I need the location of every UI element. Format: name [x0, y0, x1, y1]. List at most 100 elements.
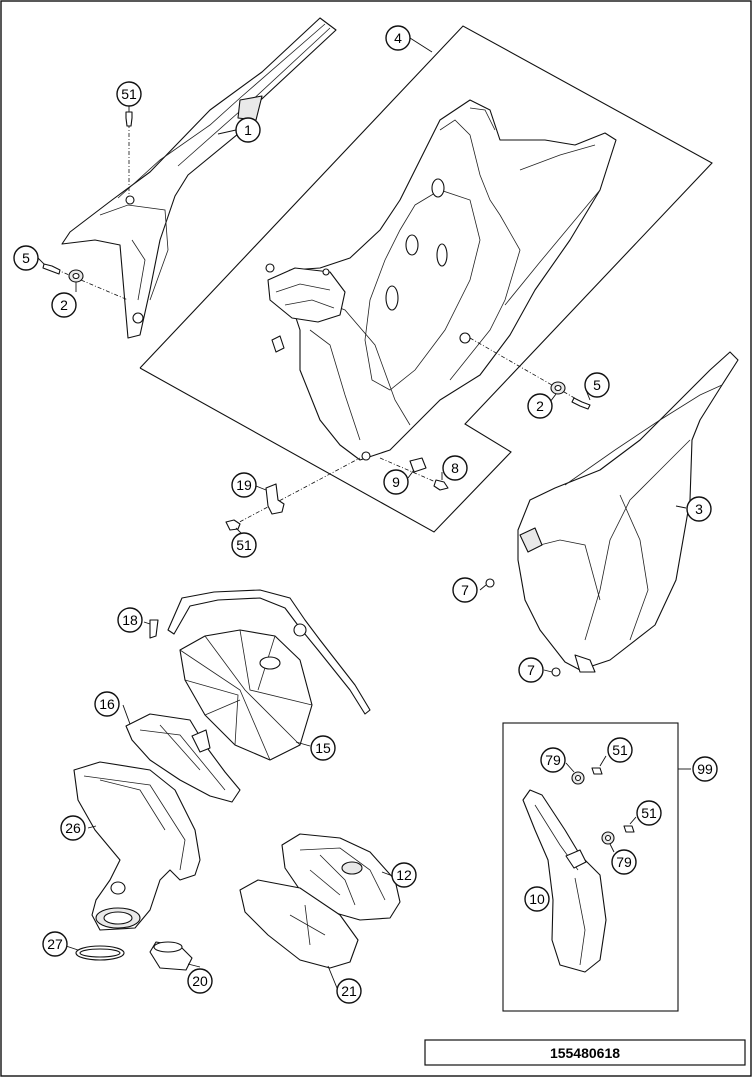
callout-circle	[636, 800, 662, 826]
screw-5-left	[42, 263, 61, 275]
callout-label: 2	[536, 398, 544, 414]
callout-circle	[385, 25, 411, 51]
callout-label: 15	[315, 740, 331, 756]
callout-label: 18	[122, 612, 138, 628]
callout-26: 26	[60, 815, 86, 841]
clip-19	[265, 483, 285, 515]
callout-5: 5	[584, 372, 610, 398]
callout-circle	[611, 849, 637, 875]
callout-circle	[527, 393, 553, 419]
callout-circle	[452, 577, 478, 603]
callout-51: 51	[231, 532, 257, 558]
part-26-intake-boot	[73, 761, 201, 931]
callout-circle	[336, 978, 362, 1004]
callout-18: 18	[117, 607, 143, 633]
callout-3: 3	[686, 496, 712, 522]
callout-27: 27	[42, 931, 68, 957]
callout-label: 26	[65, 820, 81, 836]
part-4-group-frame	[139, 25, 713, 533]
callout-label: 51	[612, 742, 628, 758]
clamp-27	[75, 945, 125, 961]
callout-7: 7	[452, 577, 478, 603]
callout-circle	[584, 372, 610, 398]
washer-2-left	[68, 269, 84, 283]
part-3-side-cover	[517, 351, 739, 673]
callout-79: 79	[540, 747, 566, 773]
callout-label: 9	[392, 474, 400, 490]
screw-51-top	[125, 111, 133, 127]
screw-5-right	[571, 397, 591, 410]
callout-circle	[94, 691, 120, 717]
callout-label: 51	[641, 805, 657, 821]
callout-label: 10	[529, 891, 545, 907]
callout-label: 99	[697, 761, 713, 777]
part-10-intake-snorkel	[522, 789, 607, 973]
sleeve-20	[149, 941, 193, 971]
clip-9	[409, 457, 427, 473]
screw-51-kit-top	[591, 767, 603, 775]
callout-circle	[692, 756, 718, 782]
callout-circle	[524, 886, 550, 912]
callout-label: 79	[545, 752, 561, 768]
callout-label: 7	[461, 582, 469, 598]
callout-12: 12	[391, 862, 417, 888]
callout-label: 21	[341, 983, 357, 999]
callout-circle	[607, 737, 633, 763]
washer-79-bottom	[601, 831, 615, 845]
leader-lines	[37, 37, 691, 989]
callout-circle	[391, 862, 417, 888]
callout-circle	[686, 496, 712, 522]
callout-circle	[13, 245, 39, 271]
callout-label: 4	[394, 30, 402, 46]
callout-79: 79	[611, 849, 637, 875]
callout-circle	[235, 117, 261, 143]
callout-51: 51	[607, 737, 633, 763]
part-21-filter-foam	[239, 879, 359, 969]
drawing-number-box	[424, 1039, 746, 1066]
callout-label: 2	[60, 297, 68, 313]
callout-label: 20	[192, 973, 208, 989]
callout-label: 5	[593, 377, 601, 393]
callout-label: 27	[47, 936, 63, 952]
callout-2: 2	[527, 393, 553, 419]
callout-circle	[51, 292, 77, 318]
washer-2-right	[550, 381, 566, 395]
callout-circle	[518, 657, 544, 683]
callout-51: 51	[116, 81, 142, 107]
callout-51: 51	[636, 800, 662, 826]
screw-7-bottom	[551, 667, 561, 677]
callout-10: 10	[524, 886, 550, 912]
callout-1: 1	[235, 117, 261, 143]
callout-label: 51	[121, 86, 137, 102]
screw-51-kit-bottom	[623, 825, 635, 833]
callout-circle	[116, 81, 142, 107]
screw-51-mid	[225, 519, 241, 531]
filter-holder-rod	[167, 589, 371, 715]
screw-8	[433, 479, 449, 491]
callout-circle	[231, 472, 257, 498]
callout-19: 19	[231, 472, 257, 498]
callout-label: 16	[99, 696, 115, 712]
callout-21: 21	[336, 978, 362, 1004]
callout-circle	[42, 931, 68, 957]
axis-9-8	[379, 457, 446, 487]
part-4-air-filter-box	[265, 99, 617, 461]
callout-label: 7	[527, 662, 535, 678]
callout-5: 5	[13, 245, 39, 271]
axis-19-51	[231, 457, 361, 527]
callout-label: 1	[244, 122, 252, 138]
callout-label: 5	[22, 250, 30, 266]
callout-label: 12	[396, 867, 412, 883]
callout-99: 99	[692, 756, 718, 782]
axis-5-right	[469, 337, 586, 405]
callout-label: 19	[236, 477, 252, 493]
callout-label: 51	[236, 537, 252, 553]
callout-label: 3	[695, 501, 703, 517]
kit-99-frame	[502, 722, 679, 1012]
washer-79-top	[571, 771, 585, 785]
callout-circle	[117, 607, 143, 633]
part-16-filter-frame	[125, 713, 241, 803]
